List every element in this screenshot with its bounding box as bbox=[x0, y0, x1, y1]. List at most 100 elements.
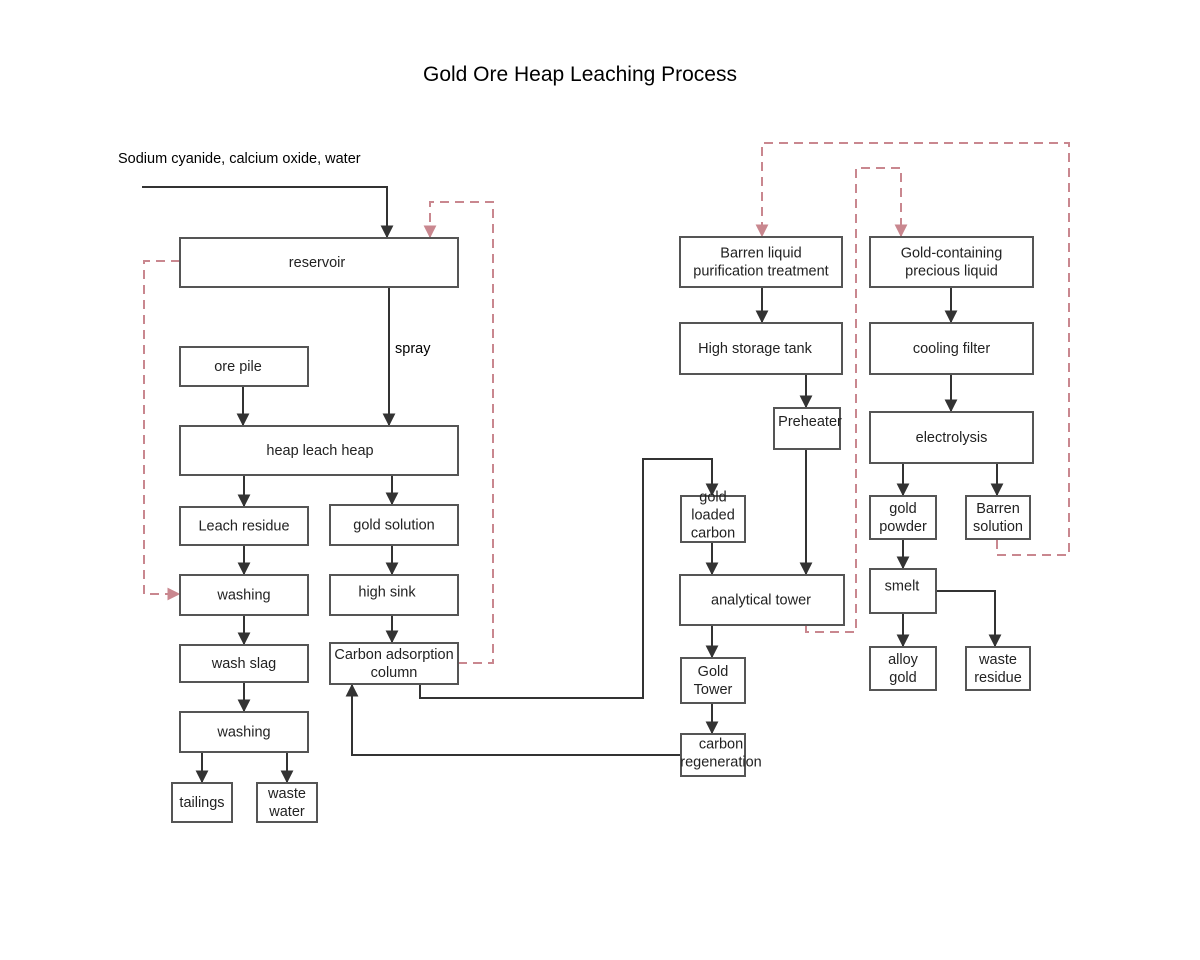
process-box-reservoir: reservoir bbox=[179, 237, 459, 288]
process-box-label: washing bbox=[216, 588, 270, 604]
process-box-heap-leach-heap: heap leach heap bbox=[179, 425, 459, 476]
process-box-leach-residue: Leach residue bbox=[179, 506, 309, 546]
process-box-waste-residue: waste residue bbox=[965, 646, 1031, 691]
process-box-border bbox=[256, 782, 318, 823]
process-box-label: purification treatment bbox=[693, 264, 828, 280]
process-box-label: Preheater bbox=[778, 414, 842, 430]
process-box-label: analytical tower bbox=[711, 593, 811, 609]
process-box-barren-liquid-purification: Barren liquid purification treatment bbox=[679, 236, 843, 288]
process-box-gold-containing-liquid: Gold-containing precious liquid bbox=[869, 236, 1034, 288]
edge-layer bbox=[142, 142, 1070, 784]
process-box-electrolysis: electrolysis bbox=[869, 411, 1034, 464]
process-box-label: loaded bbox=[691, 508, 735, 524]
process-box-cooling-filter: cooling filter bbox=[869, 322, 1034, 375]
process-box-label: reservoir bbox=[289, 255, 346, 271]
process-box-border bbox=[965, 646, 1031, 691]
process-box-label: precious liquid bbox=[905, 264, 998, 280]
process-box-border bbox=[329, 504, 459, 546]
process-box-border bbox=[679, 322, 843, 375]
process-box-label: column bbox=[371, 665, 418, 681]
process-box-border bbox=[179, 346, 309, 387]
process-box-label: Gold bbox=[698, 664, 729, 680]
process-box-border bbox=[179, 237, 459, 288]
process-box-label: Leach residue bbox=[198, 519, 289, 535]
flow-arrow-input-to-reservoir bbox=[142, 186, 394, 239]
process-box-border bbox=[680, 733, 746, 777]
process-box-label: smelt bbox=[885, 579, 920, 595]
process-box-label: waste bbox=[978, 652, 1017, 668]
process-box-label: cooling filter bbox=[913, 341, 991, 357]
process-box-border bbox=[679, 574, 845, 626]
process-box-border bbox=[965, 495, 1031, 540]
spray-label: spray bbox=[395, 341, 431, 357]
flow-arrow-smelt-to-waste-residue bbox=[936, 590, 1002, 648]
process-box-analytical-tower: analytical tower bbox=[679, 574, 845, 626]
diagram-title: Gold Ore Heap Leaching Process bbox=[423, 63, 737, 86]
process-box-label: Gold-containing bbox=[901, 246, 1003, 262]
process-box-ore-pile: ore pile bbox=[179, 346, 309, 387]
recycle-arrow-barren-solution-to-barren-liquid-purification bbox=[755, 142, 1070, 556]
process-box-label: High storage tank bbox=[698, 341, 812, 357]
process-box-border bbox=[680, 657, 746, 704]
recycle-arrow-analytical-tower-to-gold-containing-liquid bbox=[805, 167, 908, 633]
process-box-washing-2: washing bbox=[179, 711, 309, 753]
process-box-label: water bbox=[268, 804, 305, 820]
process-box-waste-water: waste water bbox=[256, 782, 318, 823]
process-box-label: electrolysis bbox=[916, 430, 988, 446]
process-box-label: gold solution bbox=[353, 518, 434, 534]
process-box-label: Barren bbox=[976, 501, 1020, 517]
process-box-preheater: Preheater bbox=[773, 407, 842, 450]
process-box-label: gold bbox=[889, 670, 916, 686]
process-box-label: carbon bbox=[691, 526, 735, 542]
flow-arrow-carbon-adsorption-column-to-gold-loaded-carbon bbox=[419, 458, 719, 699]
process-box-border bbox=[171, 782, 233, 823]
process-box-label: regeneration bbox=[680, 755, 761, 771]
process-box-label: tailings bbox=[179, 795, 224, 811]
flow-arrow-carbon-regeneration-to-carbon-adsorption-column bbox=[345, 683, 680, 756]
process-box-label: alloy bbox=[888, 652, 919, 668]
process-box-label: heap leach heap bbox=[266, 443, 373, 459]
process-box-border bbox=[329, 574, 459, 616]
process-box-wash-slag: wash slag bbox=[179, 644, 309, 683]
process-box-border bbox=[179, 644, 309, 683]
process-box-label: residue bbox=[974, 670, 1022, 686]
process-box-label: Tower bbox=[694, 682, 733, 698]
process-box-border bbox=[869, 568, 937, 614]
process-box-tailings: tailings bbox=[171, 782, 233, 823]
process-box-border bbox=[869, 236, 1034, 288]
process-box-carbon-adsorption-column: Carbon adsorption column bbox=[329, 642, 459, 685]
process-box-label: gold bbox=[699, 490, 726, 506]
process-box-label: washing bbox=[216, 725, 270, 741]
process-box-label: waste bbox=[267, 786, 306, 802]
input-label: Sodium cyanide, calcium oxide, water bbox=[118, 151, 361, 167]
process-box-label: ore pile bbox=[214, 359, 262, 375]
process-box-carbon-regeneration: carbon regeneration bbox=[680, 733, 762, 777]
process-box-alloy-gold: alloy gold bbox=[869, 646, 937, 691]
process-box-label: solution bbox=[973, 519, 1023, 535]
process-box-label: carbon bbox=[699, 737, 743, 753]
process-box-label: high sink bbox=[358, 585, 416, 601]
process-box-gold-loaded-carbon: gold loaded carbon bbox=[680, 490, 746, 543]
process-box-border bbox=[773, 407, 841, 450]
process-box-border bbox=[179, 506, 309, 546]
process-box-smelt: smelt bbox=[869, 568, 937, 614]
process-box-border bbox=[179, 574, 309, 616]
process-box-border bbox=[869, 322, 1034, 375]
process-box-border bbox=[680, 495, 746, 543]
recycle-arrow-carbon-adsorption-column-to-reservoir bbox=[423, 201, 494, 664]
process-box-border bbox=[869, 495, 937, 540]
process-box-label: powder bbox=[879, 519, 927, 535]
process-box-border bbox=[329, 642, 459, 685]
process-box-border bbox=[869, 411, 1034, 464]
process-box-label: Carbon adsorption bbox=[334, 647, 453, 663]
process-box-high-sink: high sink bbox=[329, 574, 459, 616]
process-box-gold-solution: gold solution bbox=[329, 504, 459, 546]
process-box-barren-solution: Barren solution bbox=[965, 495, 1031, 540]
process-box-border bbox=[179, 425, 459, 476]
process-box-border bbox=[179, 711, 309, 753]
process-box-label: Barren liquid bbox=[720, 246, 801, 262]
process-box-label: wash slag bbox=[211, 656, 276, 672]
